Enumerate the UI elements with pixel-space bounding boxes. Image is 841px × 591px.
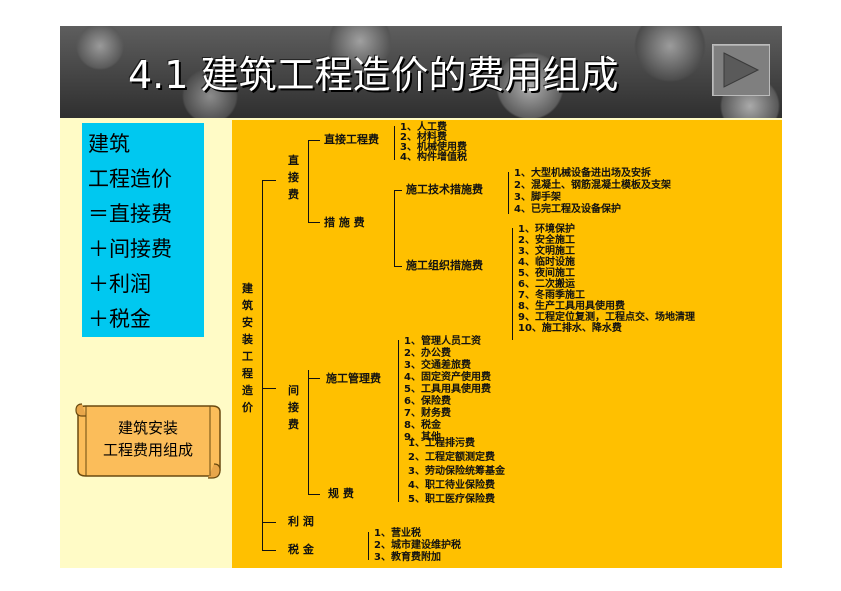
formula-line: ＋间接费	[88, 237, 172, 261]
site-management-label: 施工管理费	[326, 372, 381, 385]
tree-item: 4、临时设施	[518, 257, 575, 268]
tree-item: 8、生产工具用具使用费	[518, 301, 625, 312]
tree-item: 2、工程定额测定费	[408, 452, 495, 463]
formula-line: 工程造价	[88, 167, 172, 191]
tree-line	[398, 442, 399, 502]
tree-item: 1、环境保护	[518, 224, 575, 235]
tree-line	[394, 126, 395, 160]
tree-line	[308, 494, 320, 495]
tree-line	[262, 388, 276, 389]
tree-line	[262, 180, 276, 181]
tree-item: 1、管理人员工资	[404, 336, 481, 347]
tree-item: 5、工具用具使用费	[404, 384, 491, 395]
tree-line	[394, 266, 402, 267]
tree-item: 3、脚手架	[514, 192, 561, 203]
tree-line	[308, 222, 320, 223]
tree-item: 2、材料费	[400, 132, 447, 143]
statutory-fees-label: 规 费	[328, 487, 354, 500]
tree-item: 4、固定资产使用费	[404, 372, 491, 383]
tree-line	[368, 532, 369, 560]
tree-item: 2、城市建设维护税	[374, 540, 461, 551]
formula-box: 建筑 工程造价 ＝直接费 ＋间接费 ＋利润 ＋税金	[82, 123, 204, 337]
slide: 4.1 建筑工程造价的费用组成 建筑 工程造价 ＝直接费 ＋间接费 ＋利润 ＋税…	[60, 26, 782, 568]
tech-measures-label: 施工技术措施费	[406, 183, 483, 196]
tree-line	[394, 190, 395, 266]
tree-line	[308, 378, 320, 379]
tree-item: 2、混凝土、钢筋混凝土模板及支架	[514, 180, 671, 191]
tree-item: 3、交通差旅费	[404, 360, 471, 371]
tree-item: 4、构件增值税	[400, 152, 467, 163]
tree-line	[308, 140, 320, 141]
direct-works-label: 直接工程费	[324, 133, 379, 146]
formula-line: ＋利润	[88, 272, 151, 296]
tree-item: 4、职工待业保险费	[408, 480, 495, 491]
tree-item: 2、安全施工	[518, 235, 575, 246]
scroll-shape-icon	[75, 403, 221, 479]
tree-item: 7、冬雨季施工	[518, 290, 585, 301]
tree-item: 1、大型机械设备进出场及安拆	[514, 168, 651, 179]
tree-line	[398, 340, 399, 446]
tree-item: 2、办公费	[404, 348, 451, 359]
tree-item: 3、教育费附加	[374, 552, 441, 563]
tree-line	[262, 180, 263, 550]
slide-header: 4.1 建筑工程造价的费用组成	[60, 26, 782, 118]
tree-item: 6、保险费	[404, 396, 451, 407]
tree-line	[262, 550, 276, 551]
tree-item: 4、已完工程及设备保护	[514, 204, 621, 215]
tree-item: 6、二次搬运	[518, 279, 575, 290]
tree-item: 10、施工排水、降水费	[518, 323, 622, 334]
scroll-label-line: 建筑安装	[117, 419, 178, 437]
tree-item: 9、其他	[404, 432, 441, 443]
tax-label: 税 金	[288, 543, 314, 556]
scroll-banner: 建筑安装 工程费用组成	[72, 398, 224, 482]
tree-item: 5、夜间施工	[518, 268, 575, 279]
measures-label: 措 施 费	[324, 216, 365, 229]
formula-line: ＝直接费	[88, 202, 172, 226]
profit-label: 利 润	[288, 515, 314, 528]
tree-item: 3、劳动保险统筹基金	[408, 466, 505, 477]
tree-item: 3、文明施工	[518, 246, 575, 257]
tree-item: 9、工程定位复测，工程点交、场地清理	[518, 312, 695, 323]
tree-item: 5、职工医疗保险费	[408, 494, 495, 505]
tree-item: 1、工程排污费	[408, 438, 475, 449]
tree-line	[308, 370, 309, 494]
tree-item: 3、机械使用费	[400, 142, 467, 153]
tree-line	[308, 140, 309, 222]
tree-item: 8、税金	[404, 420, 441, 431]
next-slide-button[interactable]	[712, 44, 770, 96]
direct-fee-label: 直接费	[288, 154, 299, 201]
org-measures-label: 施工组织措施费	[406, 259, 483, 272]
indirect-fee-label: 间接费	[288, 384, 299, 431]
formula-line: ＋税金	[88, 307, 151, 331]
tree-line	[394, 190, 402, 191]
tree-line	[512, 228, 513, 340]
tree-line	[262, 522, 276, 523]
tree-item: 1、营业税	[374, 528, 421, 539]
tree-item: 7、财务费	[404, 408, 451, 419]
scroll-label-line: 工程费用组成	[102, 441, 193, 459]
tree-item: 1、人工费	[400, 122, 447, 133]
slide-title: 4.1 建筑工程造价的费用组成	[128, 53, 619, 97]
cost-structure-tree: 建筑安装工程造价 直接费 直接工程费 1、人工费 2、材料费 3、机械使用费 4…	[232, 120, 782, 568]
tree-root-label: 建筑安装工程造价	[242, 282, 253, 414]
formula-line: 建筑	[88, 132, 130, 156]
play-arrow-icon	[723, 52, 760, 88]
tree-line	[508, 172, 509, 214]
